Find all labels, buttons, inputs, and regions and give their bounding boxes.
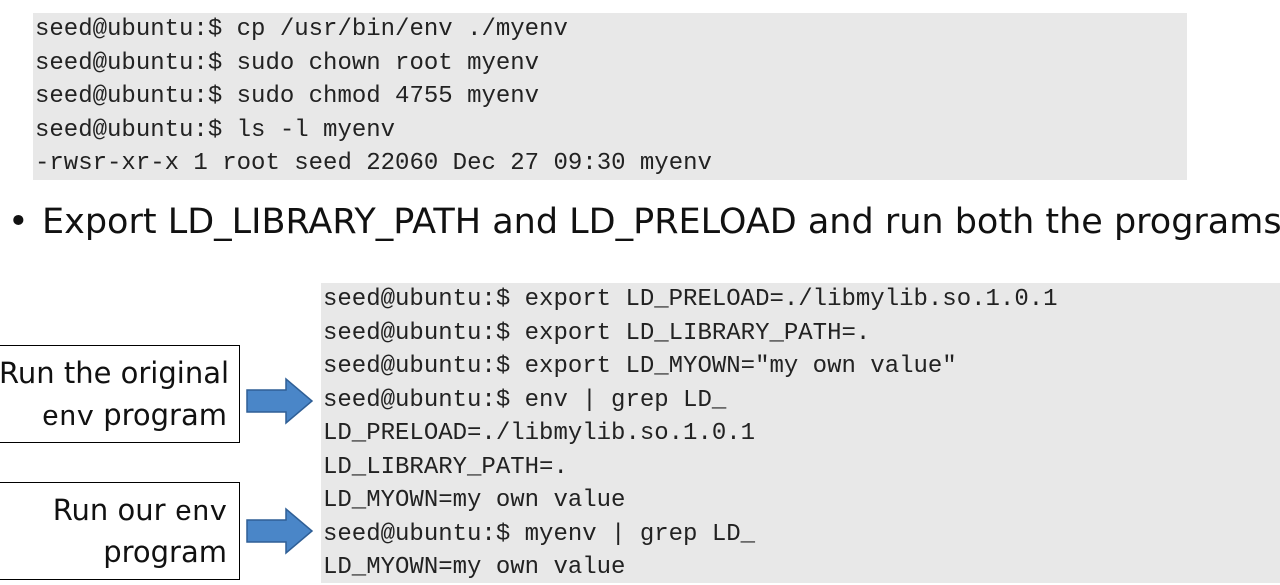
terminal-line: LD_MYOWN=my own value [323, 487, 626, 514]
callout-line: program [0, 531, 227, 573]
terminal-line: seed@ubuntu:$ cp /usr/bin/env ./myenv [35, 16, 568, 43]
terminal-line: seed@ubuntu:$ env | grep LD_ [323, 386, 727, 414]
terminal-line: seed@ubuntu:$ myenv | grep LD_ [323, 520, 756, 548]
terminal-line: seed@ubuntu:$ export LD_MYOWN="my own va… [323, 353, 957, 380]
callout-text: Run the original [0, 356, 230, 390]
callout-code: env [41, 401, 94, 434]
terminal-line: seed@ubuntu:$ export LD_LIBRARY_PATH=. [323, 319, 871, 347]
bullet-point: • Export LD_LIBRARY_PATH and LD_PRELOAD a… [8, 196, 1280, 248]
callout-text: program [103, 535, 227, 569]
terminal-line: LD_MYOWN=my own value [323, 554, 626, 581]
callout-line: Run the original [0, 352, 230, 394]
terminal-line: seed@ubuntu:$ sudo chmod 4755 myenv [35, 83, 540, 110]
terminal-output-bottom: seed@ubuntu:$ export LD_PRELOAD=./libmyl… [321, 283, 1280, 583]
callout-line: Run our env [0, 489, 227, 531]
terminal-line: -rwsr-xr-x 1 root seed 22060 Dec 27 09:3… [35, 150, 712, 177]
bullet-symbol: • [8, 202, 29, 242]
callout-run-our-env: Run our env program [0, 482, 240, 580]
callout-code: env [174, 496, 227, 529]
terminal-line: seed@ubuntu:$ export LD_PRELOAD=./libmyl… [323, 286, 1058, 313]
terminal-line: seed@ubuntu:$ sudo chown root myenv [35, 49, 540, 77]
right-arrow-icon [246, 507, 314, 555]
callout-text: Run our [52, 493, 175, 527]
right-arrow-icon [246, 377, 314, 425]
callout-text: program [93, 398, 227, 432]
callout-run-original-env: Run the original env program [0, 345, 240, 443]
arrow-shape [246, 377, 314, 425]
arrow-shape [246, 507, 314, 555]
terminal-line: LD_LIBRARY_PATH=. [323, 453, 568, 481]
bullet-text: Export LD_LIBRARY_PATH and LD_PRELOAD an… [42, 202, 1280, 242]
terminal-line: seed@ubuntu:$ ls -l myenv [35, 116, 396, 144]
callout-line: env program [0, 394, 227, 436]
terminal-output-top: seed@ubuntu:$ cp /usr/bin/env ./myenv se… [33, 13, 1187, 180]
terminal-line: LD_PRELOAD=./libmylib.so.1.0.1 [323, 420, 756, 447]
